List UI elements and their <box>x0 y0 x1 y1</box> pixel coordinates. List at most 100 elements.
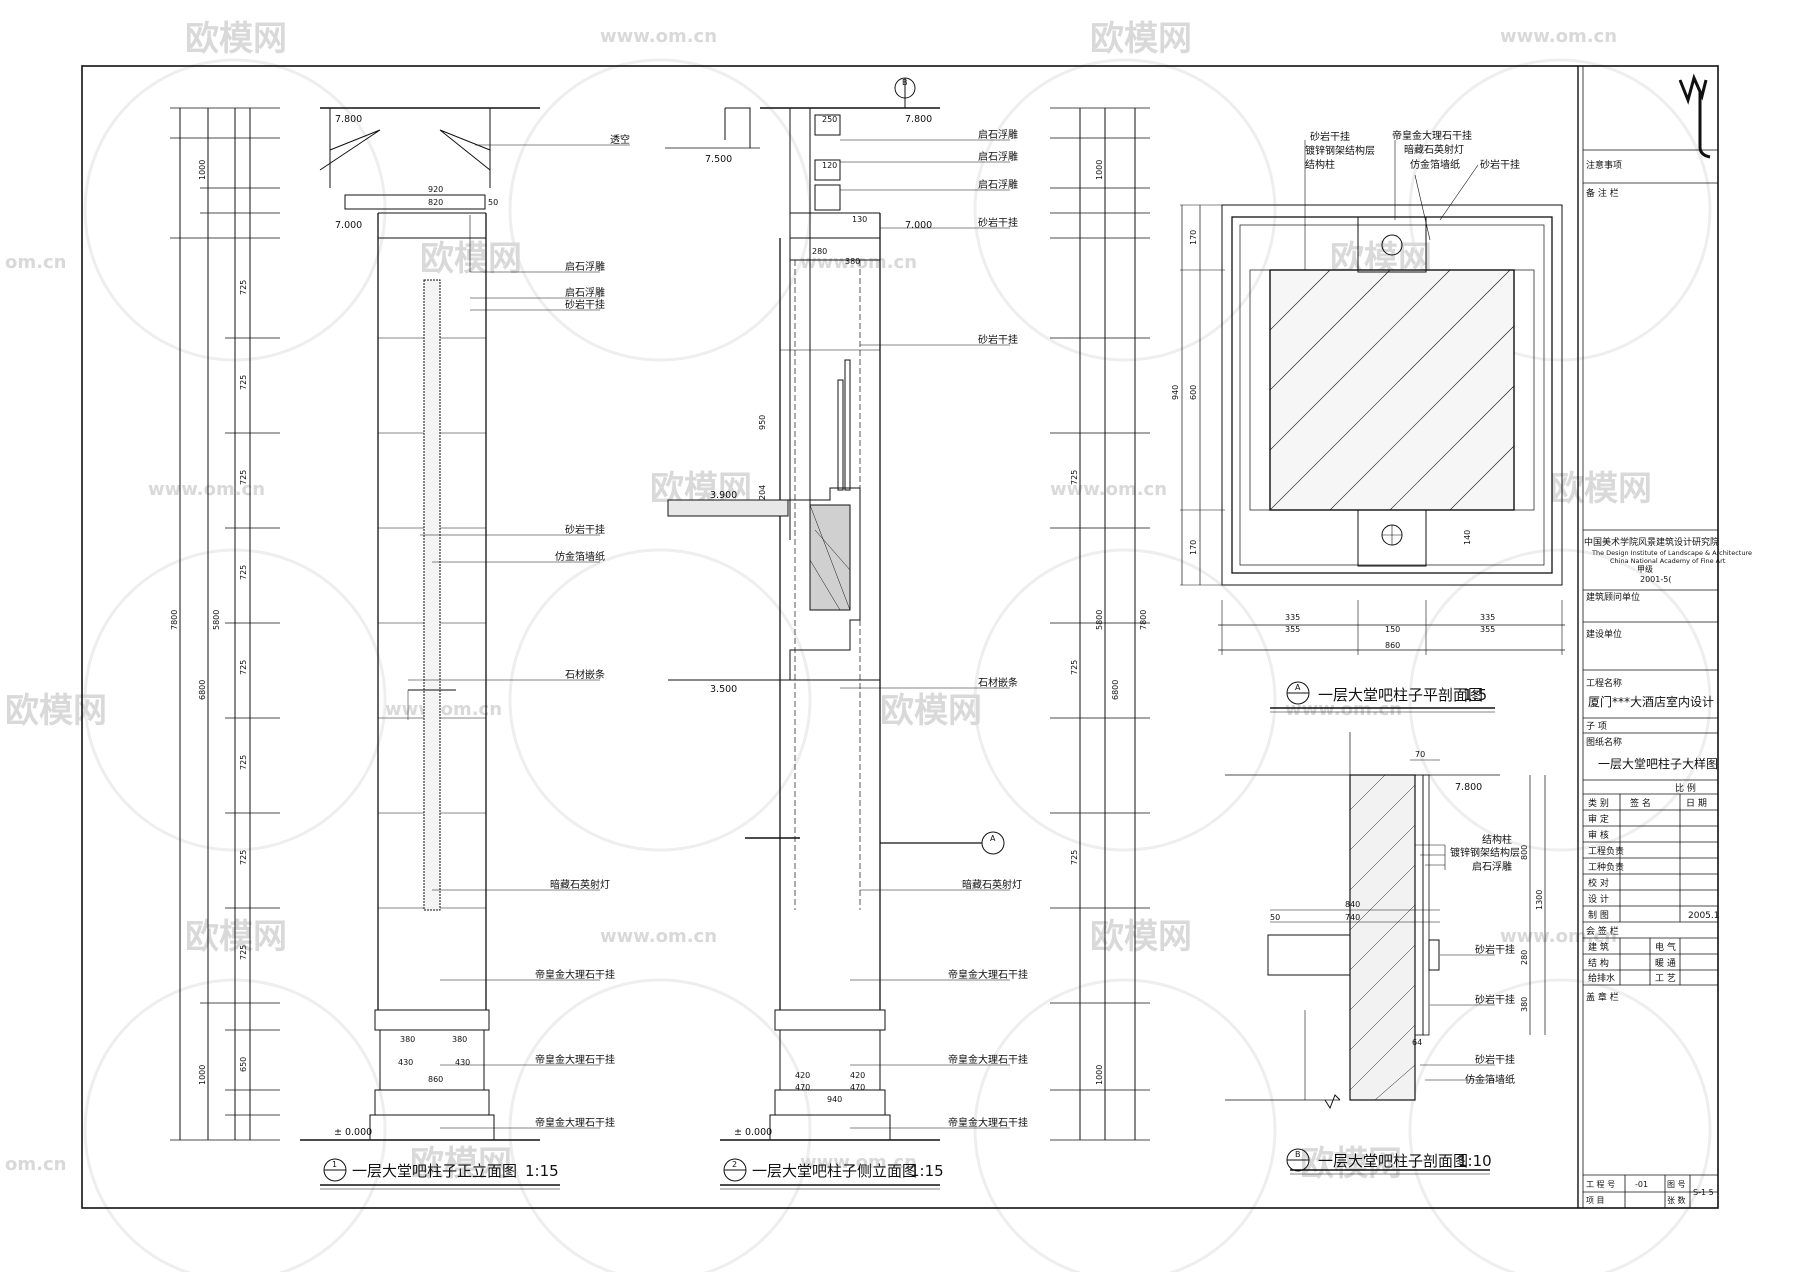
watermark-brand: 欧模网 <box>880 691 982 731</box>
dimension-text: 800 <box>1520 845 1529 860</box>
note-label: 启石浮雕 <box>565 286 605 299</box>
watermark-url: www.om.cn <box>148 479 265 500</box>
view-scale: 1:10 <box>1458 1152 1492 1170</box>
coop-cell: 电 气 <box>1655 941 1676 953</box>
dimension-text: 470 <box>850 1083 865 1092</box>
watermark-url: www.om.cn <box>385 699 502 720</box>
sign-row: 工种负责 <box>1588 861 1624 873</box>
dimension-text: 430 <box>455 1058 470 1067</box>
side-dimension-text: 7800 6800 5800 1000 1000 725 725 725 <box>1070 160 1148 1085</box>
structural-column-hatch <box>1269 269 1515 511</box>
dimension-text: 335 <box>1480 613 1495 622</box>
note-label: 结构柱 <box>1482 833 1512 846</box>
level-mark: 3.500 <box>710 684 737 695</box>
dimension-text: 380 <box>400 1035 415 1044</box>
project-name: 厦门***大酒店室内设计 <box>1588 694 1714 709</box>
dimension-text: 380 <box>845 257 860 266</box>
dimension-text: 725 <box>239 565 248 580</box>
dimension-text: 725 <box>239 280 248 295</box>
dimension-text: 64 <box>1412 1038 1422 1047</box>
watermark-ring <box>83 58 1712 1272</box>
plan-section-view <box>1180 140 1565 713</box>
dimension-text: 120 <box>822 161 837 170</box>
scale-label: 比 例 <box>1675 782 1696 794</box>
watermark-url: www.om.cn <box>800 1152 917 1173</box>
dimension-text: 140 <box>1463 530 1472 545</box>
level-mark: 7.000 <box>905 220 932 231</box>
institute-name: 中国美术学院风景建筑设计研究院 <box>1584 536 1719 548</box>
watermark-url: www.om.cn <box>1050 479 1167 500</box>
drawing-index: B <box>1295 1150 1301 1159</box>
dimension-text: 430 <box>398 1058 413 1067</box>
dimension-text: 170 <box>1189 540 1198 555</box>
sign-row: 工程负责 <box>1588 845 1624 857</box>
level-mark: 3.900 <box>710 490 737 501</box>
dimension-text: 130 <box>852 215 867 224</box>
level-mark: 7.000 <box>335 220 362 231</box>
dimension-text: 1000 <box>1095 160 1104 180</box>
view-scale: 1:15 <box>525 1162 559 1180</box>
coop-cell: 结 构 <box>1588 957 1609 969</box>
sheet-cell: 张 数 <box>1667 1195 1686 1205</box>
note-label: 砂岩干挂 <box>978 333 1018 346</box>
dimension-text: 5800 <box>212 610 221 630</box>
note-label: 启石浮雕 <box>1472 860 1512 873</box>
dimension-text: 1000 <box>1095 1065 1104 1085</box>
side-elevation-text: 7.800 7.500 7.000 3.900 3.500 ± 0.000 B … <box>705 78 1028 1180</box>
note-label: 帝皇金大理石干挂 <box>948 968 1028 981</box>
coop-cell: 给排水 <box>1588 972 1615 984</box>
dimension-text: 725 <box>239 850 248 865</box>
coop-cell: 建 筑 <box>1588 941 1609 953</box>
dimension-text: 725 <box>239 660 248 675</box>
dimension-text: 380 <box>452 1035 467 1044</box>
note-label: 砂岩干挂 <box>565 298 605 311</box>
note-label: 砂岩干挂 <box>565 523 605 536</box>
watermark-brand: 欧模网 <box>1550 469 1652 509</box>
dimension-text: 725 <box>239 375 248 390</box>
note-label: 启石浮雕 <box>565 260 605 273</box>
watermark-url: www.om.cn <box>1285 699 1402 720</box>
drawing-label: 图纸名称 <box>1586 736 1622 748</box>
sign-row: 制 图 <box>1588 909 1609 921</box>
builder-label: 建设单位 <box>1586 628 1622 640</box>
dimension-text: 840 <box>1345 900 1360 909</box>
dimension-text: 355 <box>1285 625 1300 634</box>
title-block <box>1583 73 1718 1208</box>
sign-row: 审 核 <box>1588 829 1609 841</box>
drawing-name: 一层大堂吧柱子大样图 <box>1598 756 1718 771</box>
dimension-text: 725 <box>239 470 248 485</box>
date-value: 2005.1 <box>1688 911 1720 921</box>
note-label: 帝皇金大理石干挂 <box>1392 129 1472 142</box>
front-elevation-view <box>170 107 630 1190</box>
level-mark: ± 0.000 <box>334 1127 372 1138</box>
note-label: 镀锌钢架结构层 <box>1450 846 1520 859</box>
sheet-cell: 工 程 号 <box>1586 1180 1615 1189</box>
title-block-text: 注意事项 备 注 栏 中国美术学院风景建筑设计研究院 The Design In… <box>1584 159 1752 1205</box>
dimension-text: 920 <box>428 185 443 194</box>
level-mark: ± 0.000 <box>734 1127 772 1138</box>
dimension-text: 860 <box>428 1075 443 1084</box>
note-label: 帝皇金大理石干挂 <box>535 1053 615 1066</box>
seal-label: 盖 章 栏 <box>1586 991 1619 1003</box>
note-label: 结构柱 <box>1305 158 1335 171</box>
sign-row: 设 计 <box>1588 893 1609 905</box>
dimension-text: 50 <box>488 198 498 207</box>
cert-number: 2001-5( <box>1640 575 1671 584</box>
view-scale: 1:15 <box>910 1162 944 1180</box>
sheet-cell: -01 <box>1635 1180 1648 1189</box>
side-elevation-view <box>665 77 1010 1190</box>
dimension-text: 600 <box>1189 385 1198 400</box>
level-mark: 7.800 <box>905 114 932 125</box>
note-label: 启石浮雕 <box>978 128 1018 141</box>
dimension-text: 6800 <box>198 680 207 700</box>
sign-header: 类 别 <box>1588 797 1609 809</box>
watermark-brand: 欧模网 <box>1090 19 1192 59</box>
client-label: 建筑顾问单位 <box>1586 591 1640 603</box>
dimension-text: 7800 <box>1139 610 1148 630</box>
watermark-brand: 欧模网 <box>185 917 287 957</box>
dimension-text: 335 <box>1285 613 1300 622</box>
note-label: 砂岩干挂 <box>978 216 1018 229</box>
note-label: 启石浮雕 <box>978 150 1018 163</box>
watermark-url: om.cn <box>5 252 66 273</box>
sheet-border <box>81 65 1719 1209</box>
